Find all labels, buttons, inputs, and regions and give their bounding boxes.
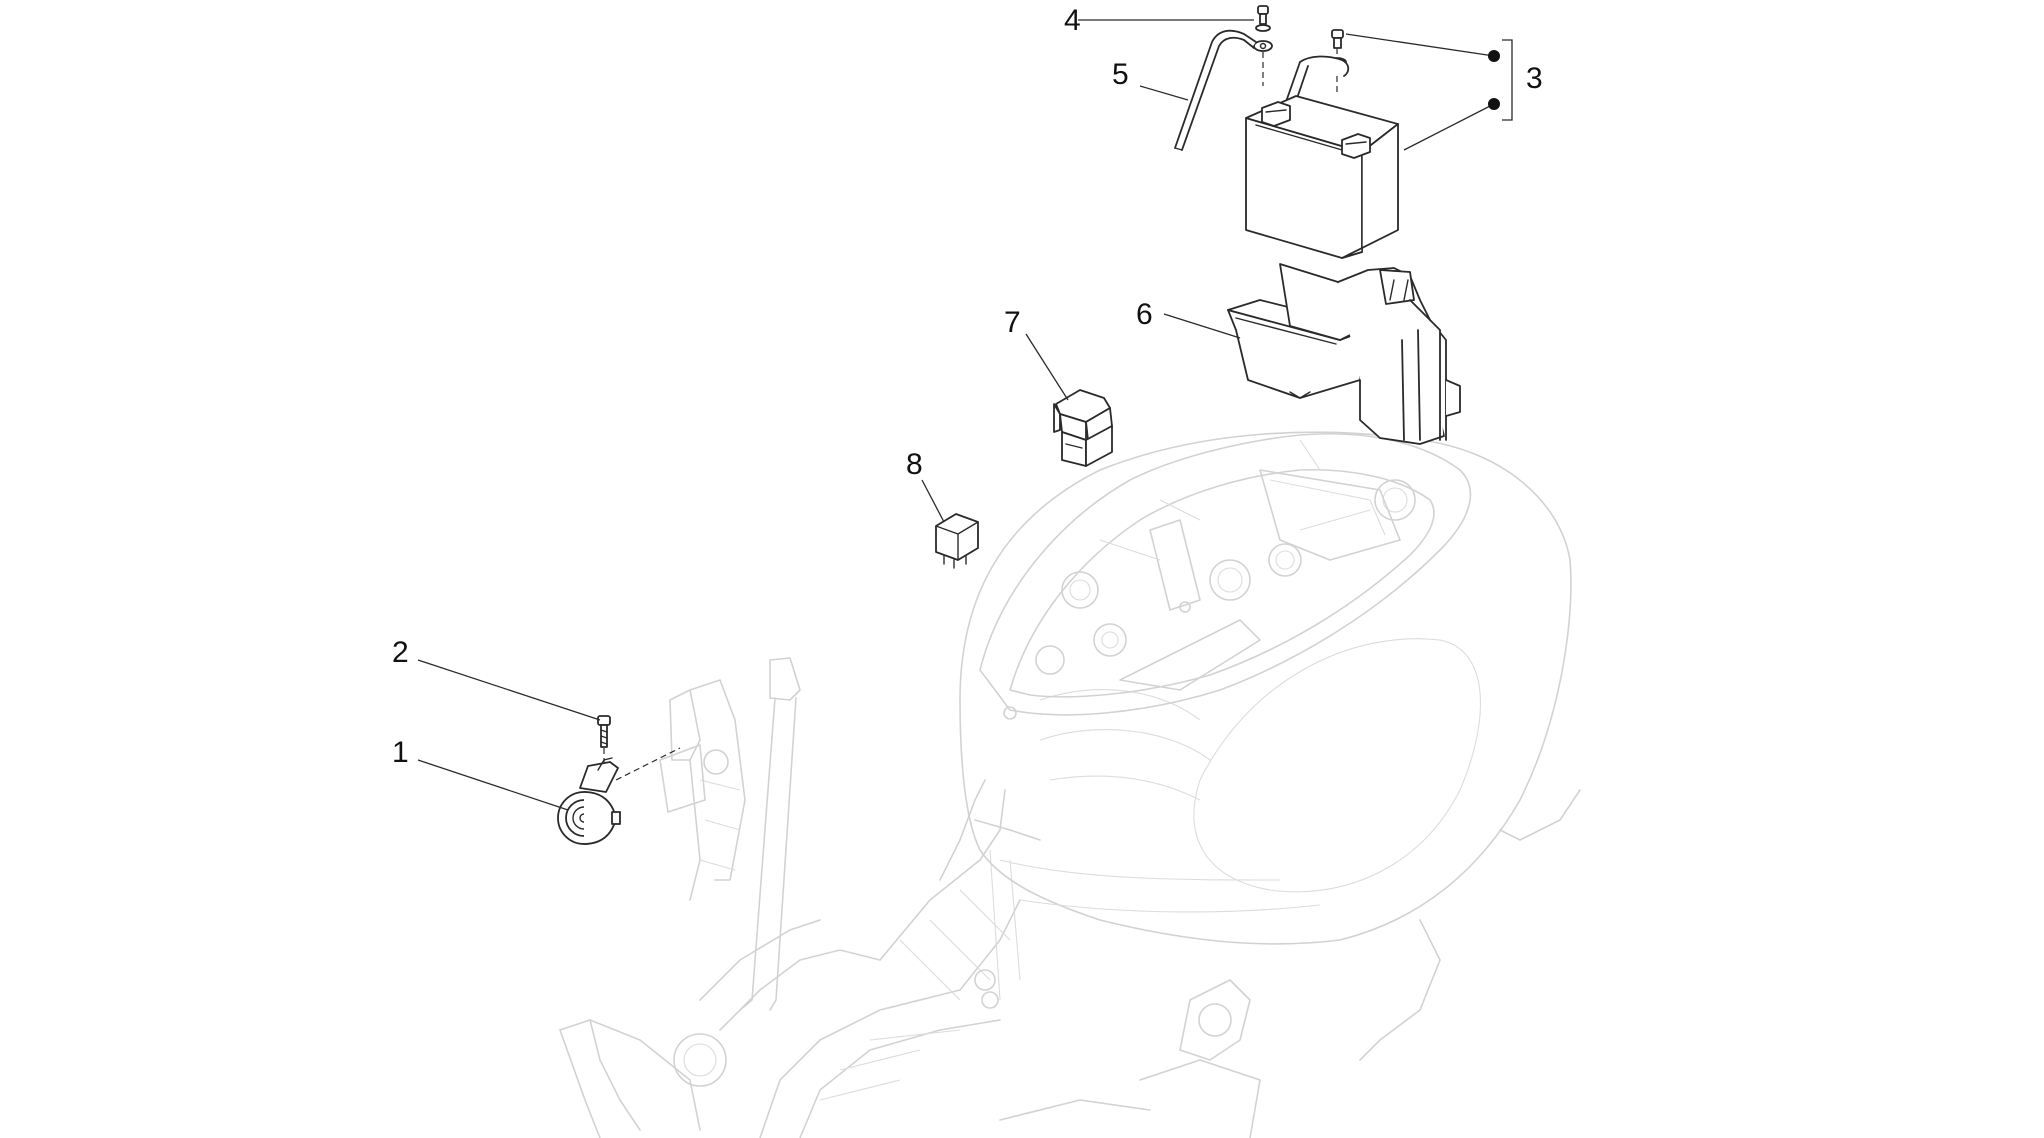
callout-2: 2 xyxy=(392,636,409,669)
horn-part xyxy=(557,757,621,845)
battery-tray-part xyxy=(1227,263,1461,445)
callout-6: 6 xyxy=(1136,298,1153,331)
callout-4: 4 xyxy=(1064,4,1081,37)
callout-8: 8 xyxy=(906,448,923,481)
horn-screw-part xyxy=(597,715,681,781)
fuse-box-part xyxy=(1053,389,1113,467)
callout-1: 1 xyxy=(392,736,409,769)
callout-5: 5 xyxy=(1112,58,1129,91)
relay-part xyxy=(935,513,979,569)
callout-7: 7 xyxy=(1004,306,1021,339)
battery-part xyxy=(1245,29,1399,259)
leader-lines xyxy=(417,19,1513,811)
callout-3: 3 xyxy=(1526,62,1543,95)
cable-and-screw-part xyxy=(1174,5,1273,151)
scooter-frame xyxy=(559,431,1581,1138)
callouts: 1 2 3 4 5 6 7 8 xyxy=(392,4,1543,769)
